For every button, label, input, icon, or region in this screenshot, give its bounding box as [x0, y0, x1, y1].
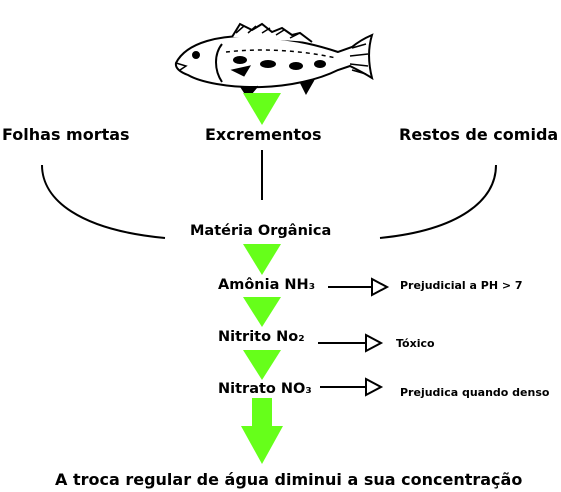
ammonia-effect-arrow [328, 277, 390, 297]
nitrate-to-conclusion-arrow [241, 398, 283, 464]
organic-matter-label: Matéria Orgânica [190, 223, 332, 239]
nitrite-effect-label: Tóxico [396, 337, 435, 350]
fish-to-excrement-arrow [243, 93, 281, 125]
stage-ammonia-label: Amônia NH₃ [218, 277, 316, 293]
organic-to-ammonia-arrow [243, 244, 281, 275]
stage-nitrite-label: Nitrito No₂ [218, 329, 305, 345]
ammonia-to-nitrite-arrow [243, 297, 281, 327]
nitrate-effect-arrow [320, 377, 384, 397]
conclusion-text: A troca regular de água diminui a sua co… [55, 470, 523, 489]
stage-nitrate-label: Nitrato NO₃ [218, 381, 312, 397]
source-food-leftovers-label: Restos de comida [399, 125, 559, 144]
source-dead-leaves-label: Folhas mortas [2, 125, 130, 144]
nitrite-effect-arrow [318, 333, 384, 353]
fish-icon [174, 22, 374, 99]
right-connector-curve [379, 164, 497, 239]
nitrite-to-nitrate-arrow [243, 350, 281, 380]
source-excrement-label: Excrementos [205, 125, 322, 144]
left-connector-curve [41, 164, 166, 239]
nitrate-effect-label: Prejudica quando denso [400, 386, 550, 399]
ammonia-effect-label: Prejudicial a PH > 7 [400, 279, 523, 292]
